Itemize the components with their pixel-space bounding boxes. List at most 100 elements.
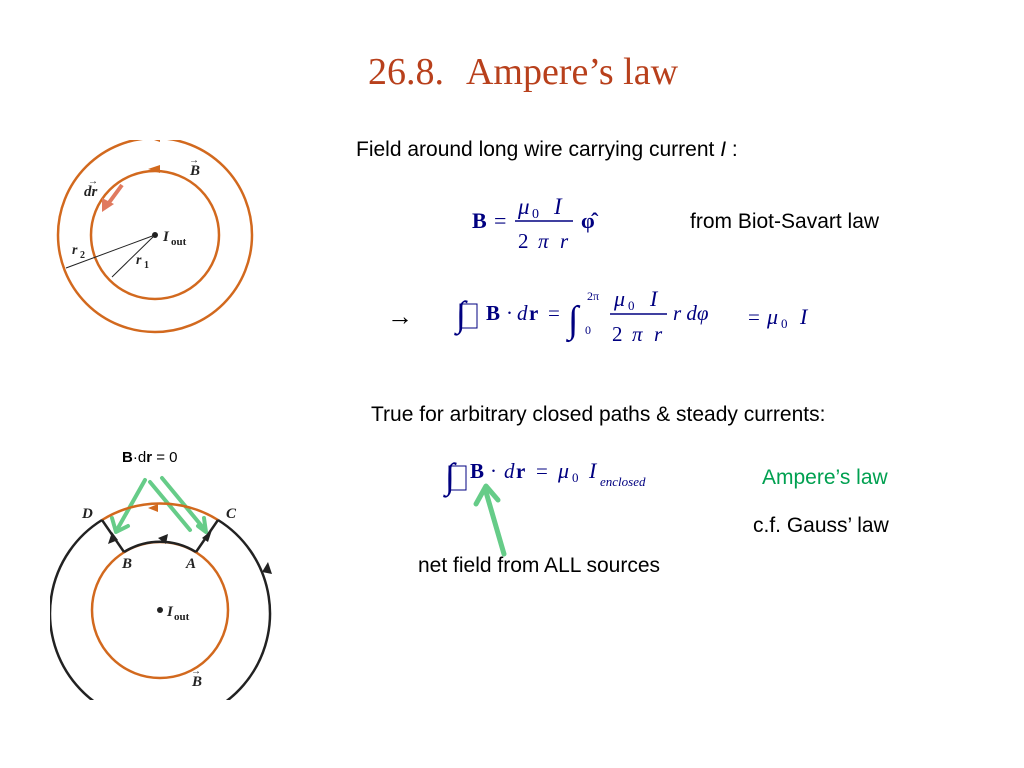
eq2-sub0: 0 [628, 298, 635, 313]
eq2-rhs-equals: = [748, 305, 760, 329]
B-vec-mark: → [189, 155, 199, 166]
eq2-rhs-mu: μ [766, 304, 778, 329]
amperes-law-label: Ampere’s law [762, 466, 888, 489]
outer-path-arrow-icon [262, 562, 272, 574]
eq2-rhs-sub: 0 [781, 316, 788, 331]
eq2-d: d [517, 301, 528, 325]
eq1-I: I [553, 194, 563, 219]
implies-arrow: → [387, 302, 413, 331]
equation-amperes-law: ∫ B · d r = μ 0 I enclosed [443, 456, 646, 498]
eq2-two: 2 [612, 322, 623, 346]
eq3-d: d [504, 459, 515, 483]
eq2-dot: · [506, 301, 513, 325]
biot-savart-text: from Biot-Savart law [690, 210, 880, 233]
eq2-rhs-I: I [799, 304, 809, 329]
closed-path-box-2 [448, 465, 467, 491]
title-number: 26.8. [367, 51, 444, 93]
bdr-r: r [146, 449, 153, 466]
green-arrow-to-B [473, 483, 507, 557]
gauss-compare-text: c.f. Gauss’ law [753, 514, 889, 537]
title-text: Ampere’s law [465, 51, 679, 93]
green-arrow-left-head-icon [110, 516, 130, 534]
eq3-I: I [588, 458, 598, 483]
arrow-shaft [483, 489, 507, 557]
wire-dot-2 [157, 607, 163, 613]
out-label: out [171, 236, 187, 248]
eq2-B: B [486, 301, 500, 325]
eq3-sub-enclosed: enclosed [600, 474, 646, 489]
black-inner-arc [123, 540, 197, 554]
r1-sub: 1 [144, 260, 149, 271]
orange-arc-arrow-icon [148, 504, 158, 512]
outer-circle [56, 140, 254, 334]
bdr-dot: · [132, 449, 138, 466]
current-symbol: I [720, 138, 727, 161]
closed-path-box [459, 303, 478, 329]
dr-vec-mark: → [88, 176, 98, 187]
eq1-two: 2 [518, 229, 529, 253]
green-arrow-left [116, 478, 147, 530]
arrow-head-icon [473, 483, 501, 507]
eq3-sub0: 0 [572, 470, 579, 485]
dr-vector [106, 183, 124, 206]
black-outer-path [50, 518, 272, 700]
radius-r1 [111, 234, 156, 278]
green-arrow-middle [148, 480, 192, 532]
Bvec-label: B [191, 674, 202, 690]
page-title: 26.8. Ampere’s law [0, 50, 1024, 94]
segment-DB-arrow-icon [108, 532, 118, 544]
bdr-d: d [137, 449, 147, 466]
eq2-rr: r [654, 322, 663, 346]
eq3-r: r [516, 459, 525, 483]
r2-sub: 2 [80, 250, 85, 261]
Bvec-mark: → [191, 666, 201, 677]
closed-integral-icon-2: ∫ [443, 456, 467, 498]
eq2-I: I [649, 286, 659, 311]
field-around-wire-text: Field around long wire carrying current … [356, 138, 738, 162]
I-label: I [162, 229, 170, 245]
eq2-lower-limit: 0 [585, 323, 591, 337]
eq1-equals: = [494, 208, 506, 233]
integral-icon: ∫ [566, 299, 581, 343]
inner-arc-arrow-icon [158, 534, 168, 544]
eq2-upper-limit: 2π [587, 289, 599, 303]
I-label-2: I [166, 604, 174, 620]
figure-closed-path: D C B A I out B → [50, 476, 272, 700]
r1-label: r [136, 253, 142, 268]
eq3-mu: μ [557, 458, 569, 483]
eq1-phihat: φ̂ [581, 208, 599, 233]
orange-arc-top [101, 502, 219, 522]
outer-circle-arrow-icon [154, 140, 160, 142]
eq1-r: r [560, 229, 569, 253]
true-for-text: True for arbitrary closed paths & steady… [371, 403, 826, 426]
equation-line-integral: ∫ B · d r = ∫ 2π 0 μ 0 I 2 π r r dφ = μ … [454, 286, 809, 346]
eq1-mu: μ [517, 194, 530, 219]
green-arrow-right-head-icon [196, 516, 208, 534]
bdr-B: B [122, 449, 133, 466]
eq2-equals: = [548, 301, 560, 325]
eq2-pi: π [632, 322, 643, 346]
green-arrow-right [160, 476, 207, 532]
point-C: C [226, 506, 237, 522]
eq3-equals: = [536, 459, 548, 483]
r2-label: r [72, 243, 78, 258]
inner-circle-arrow-icon [148, 165, 160, 173]
eq1-lhs: B [472, 208, 487, 233]
dr-arrowhead-icon [102, 198, 114, 212]
figure-concentric-circles: dr → B → I out r 2 r 1 [56, 140, 254, 334]
segment-CA-arrow-icon [202, 530, 212, 542]
point-A: A [185, 556, 196, 572]
svg-text:∫: ∫ [454, 294, 468, 336]
out-label-2: out [174, 611, 190, 623]
point-D: D [81, 506, 93, 522]
eq2-r: r [529, 301, 538, 325]
dr-label: dr [84, 184, 98, 200]
eq3-dot: · [490, 459, 497, 483]
bdr-eq: = 0 [152, 449, 178, 466]
svg-text:∫: ∫ [443, 456, 457, 498]
net-field-text: net field from ALL sources [418, 554, 661, 577]
point-B: B [121, 556, 132, 572]
eq1-pi: π [538, 229, 549, 253]
equation-biot-savart: B = μ 0 I 2 π r φ̂ [472, 194, 599, 253]
B-label: B [189, 163, 200, 179]
